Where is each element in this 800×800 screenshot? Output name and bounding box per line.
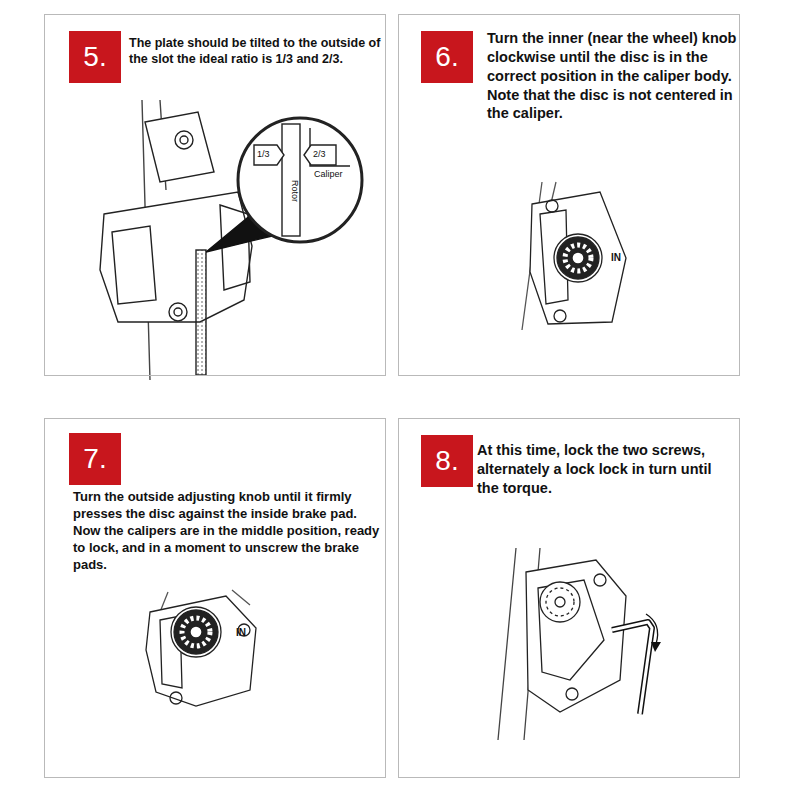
step-panel: The plate should be tilted to the outsid… <box>44 14 386 376</box>
part-name: Caliper <box>314 170 343 180</box>
step-number: 7. <box>83 443 106 475</box>
step-number: 5. <box>83 41 106 73</box>
step-panel: Turn the inner (near the wheel) knob clo… <box>398 14 740 376</box>
instruction-text: Turn the outside adjusting knob until it… <box>73 489 381 573</box>
direction-mark: IN <box>236 627 246 638</box>
caliper-figure <box>498 548 626 740</box>
step-number: 6. <box>435 41 458 73</box>
instruction-text: Turn the inner (near the wheel) knob clo… <box>487 29 737 123</box>
ratio-label: 1/3 <box>257 150 270 160</box>
caliper-figure <box>522 182 626 330</box>
part-name: Rotor <box>289 180 299 202</box>
step-panel: Turn the outside adjusting knob until it… <box>44 418 386 778</box>
caliper-figure <box>146 590 256 706</box>
ratio-label: 2/3 <box>313 150 326 160</box>
step-badge: 5. <box>69 31 121 83</box>
direction-mark: IN <box>611 252 621 263</box>
instruction-text: At this time, lock the two screws, alter… <box>477 441 735 498</box>
step-panel: At this time, lock the two screws, alter… <box>398 418 740 778</box>
step-badge: 6. <box>421 31 473 83</box>
step-number: 8. <box>435 445 458 477</box>
step-badge: 7. <box>69 433 121 485</box>
caliper-figure <box>100 100 362 380</box>
step-badge: 8. <box>421 435 473 487</box>
instruction-text: The plate should be tilted to the outsid… <box>129 35 381 68</box>
hex-key <box>612 614 661 714</box>
